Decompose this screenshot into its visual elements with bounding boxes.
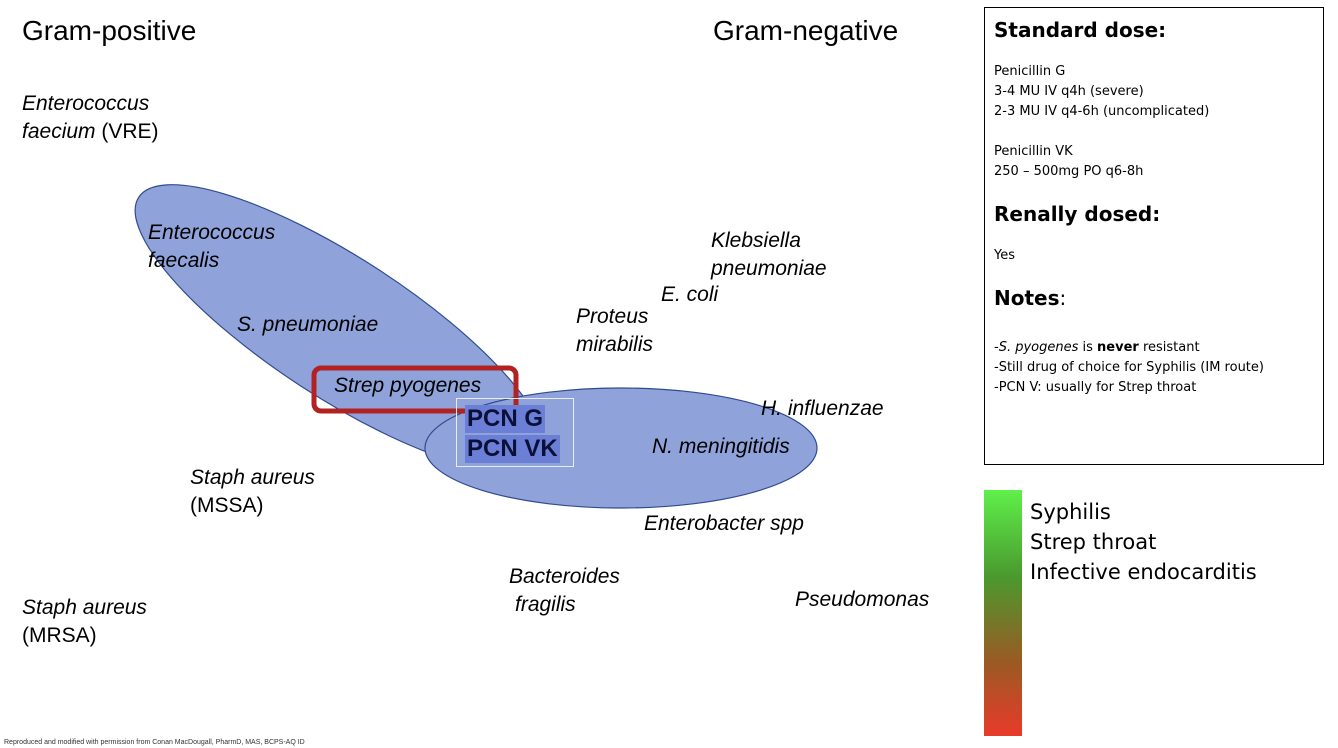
gram-negative-header: Gram-negative bbox=[713, 15, 899, 46]
penicillin-g-name: Penicillin G bbox=[994, 64, 1066, 79]
organism-s-pneumoniae: S. pneumoniae bbox=[237, 313, 379, 336]
organism-e-coli: E. coli bbox=[661, 283, 719, 306]
organism-staph-aureus-mrsa: Staph aureus (MRSA) bbox=[22, 596, 147, 647]
note-s-pyogenes: -S. pyogenes is never resistant bbox=[994, 340, 1200, 355]
drug-pcn-g: PCN G bbox=[465, 405, 546, 433]
organism-strep-pyogenes: Strep pyogenes bbox=[334, 374, 482, 397]
drug-label-box: PCN G PCN VK bbox=[456, 398, 574, 467]
indication-item: Infective endocarditis bbox=[1030, 560, 1257, 584]
penicillin-vk-dose: 250 – 500mg PO q6-8h bbox=[994, 164, 1144, 179]
standard-dose-heading: Standard dose: bbox=[994, 18, 1167, 42]
organism-bacteroides-fragilis: Bacteroides fragilis bbox=[509, 565, 620, 616]
gram-positive-header: Gram-positive bbox=[22, 15, 197, 46]
penicillin-g-dose-uncomplicated: 2-3 MU IV q4-6h (uncomplicated) bbox=[994, 104, 1210, 119]
penicillin-vk-name: Penicillin VK bbox=[994, 144, 1073, 159]
strep-pyogenes-highlight-box bbox=[311, 365, 519, 414]
organism-enterobacter: Enterobacter spp bbox=[644, 512, 804, 535]
penicillin-g-dose-severe: 3-4 MU IV q4h (severe) bbox=[994, 84, 1144, 99]
renally-dosed-value: Yes bbox=[994, 248, 1015, 263]
organism-enterococcus-faecalis: Enterococcus faecalis bbox=[148, 221, 276, 272]
organism-h-influenzae: H. influenzae bbox=[761, 397, 884, 420]
organism-n-meningitidis: N. meningitidis bbox=[652, 435, 790, 458]
organism-enterococcus-faecium: Enterococcus faecium (VRE) bbox=[22, 92, 159, 143]
indication-gradient-bar bbox=[984, 490, 1022, 736]
organism-pseudomonas: Pseudomonas bbox=[795, 588, 930, 611]
note-strep-throat: -PCN V: usually for Strep throat bbox=[994, 380, 1197, 395]
notes-heading: Notes: bbox=[994, 286, 1067, 310]
organism-proteus-mirabilis: Proteus mirabilis bbox=[576, 305, 654, 356]
organism-klebsiella-pneumoniae: Klebsiella pneumoniae bbox=[711, 229, 827, 280]
organism-staph-aureus-mssa: Staph aureus (MSSA) bbox=[190, 466, 315, 517]
indications-list: Syphilis Strep throat Infective endocard… bbox=[1030, 497, 1257, 587]
dosing-info-panel: Standard dose: Penicillin G 3-4 MU IV q4… bbox=[984, 7, 1324, 465]
renally-dosed-heading: Renally dosed: bbox=[994, 202, 1161, 226]
indication-item: Strep throat bbox=[1030, 530, 1157, 554]
footer-credit: Reproduced and modified with permission … bbox=[4, 739, 305, 746]
note-syphilis: -Still drug of choice for Syphilis (IM r… bbox=[994, 360, 1264, 375]
indication-item: Syphilis bbox=[1030, 500, 1111, 524]
drug-pcn-vk: PCN VK bbox=[465, 435, 560, 463]
